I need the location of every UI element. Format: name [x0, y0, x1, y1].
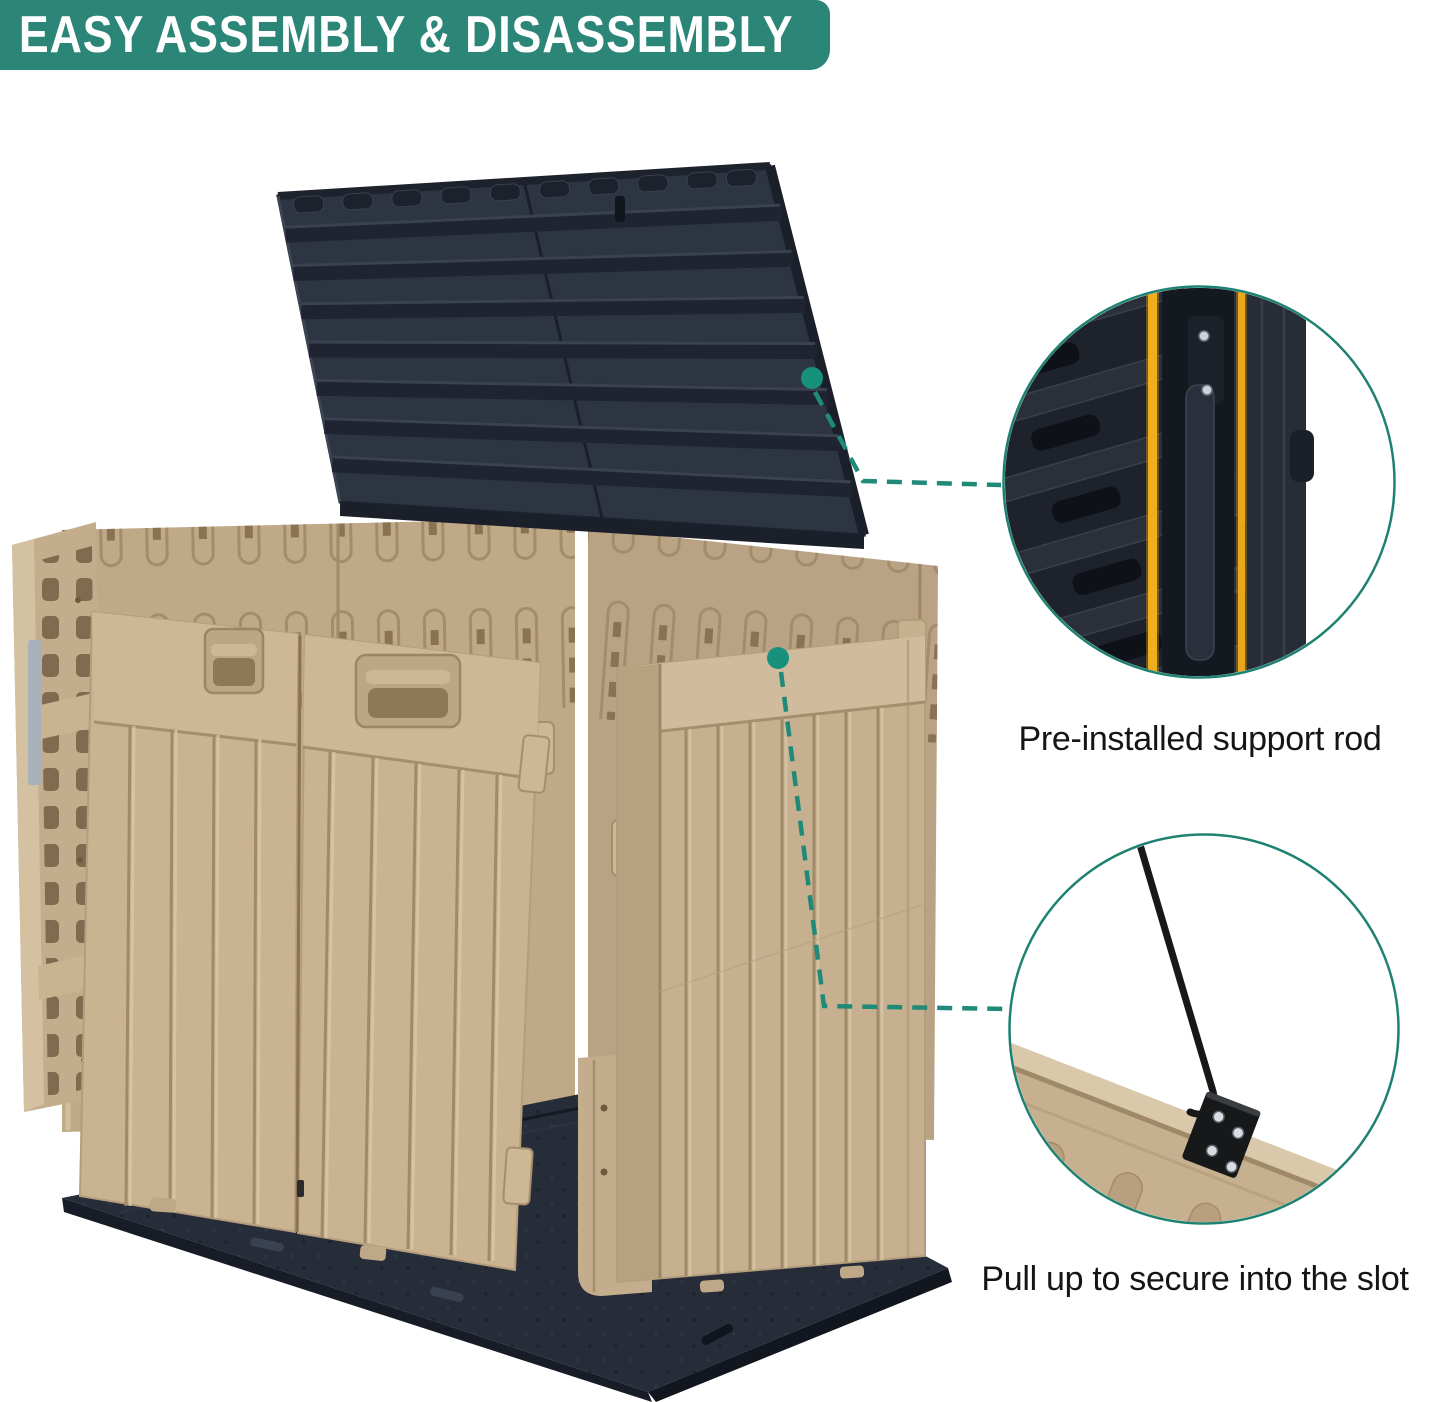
- callout-dot-panel: [767, 647, 789, 669]
- support-rod-black: [1134, 836, 1216, 1092]
- door-gap: [295, 635, 302, 1233]
- callout-circle-slot: [1008, 833, 1400, 1225]
- banner-title: EASY ASSEMBLY & DISASSEMBLY: [18, 6, 794, 64]
- left-door-handle: [203, 627, 265, 695]
- caption-slot: Pull up to secure into the slot: [981, 1260, 1409, 1298]
- title-banner: EASY ASSEMBLY & DISASSEMBLY: [0, 0, 830, 70]
- right-door: [295, 633, 551, 1272]
- slot-bracket-plate: [1182, 1091, 1261, 1178]
- door-latch: [297, 1180, 304, 1197]
- callout-dot-lid: [801, 367, 823, 389]
- lid: [276, 162, 869, 549]
- caption-support-rod: Pre-installed support rod: [1018, 720, 1382, 758]
- callout-ring-bottom: [1008, 833, 1400, 1225]
- folded-side-panel: [12, 522, 104, 1112]
- panel-label-sticker: [28, 640, 41, 785]
- callout-connector-top: [801, 367, 1002, 488]
- right-side-panel: [616, 619, 927, 1293]
- support-rod-yellow: [1148, 288, 1157, 676]
- callout-ring-top: [1002, 285, 1396, 679]
- right-door-handle: [354, 653, 462, 729]
- lid-clasp: [615, 196, 625, 222]
- left-door: [78, 610, 300, 1234]
- callout-connector-bottom: [767, 647, 1009, 1012]
